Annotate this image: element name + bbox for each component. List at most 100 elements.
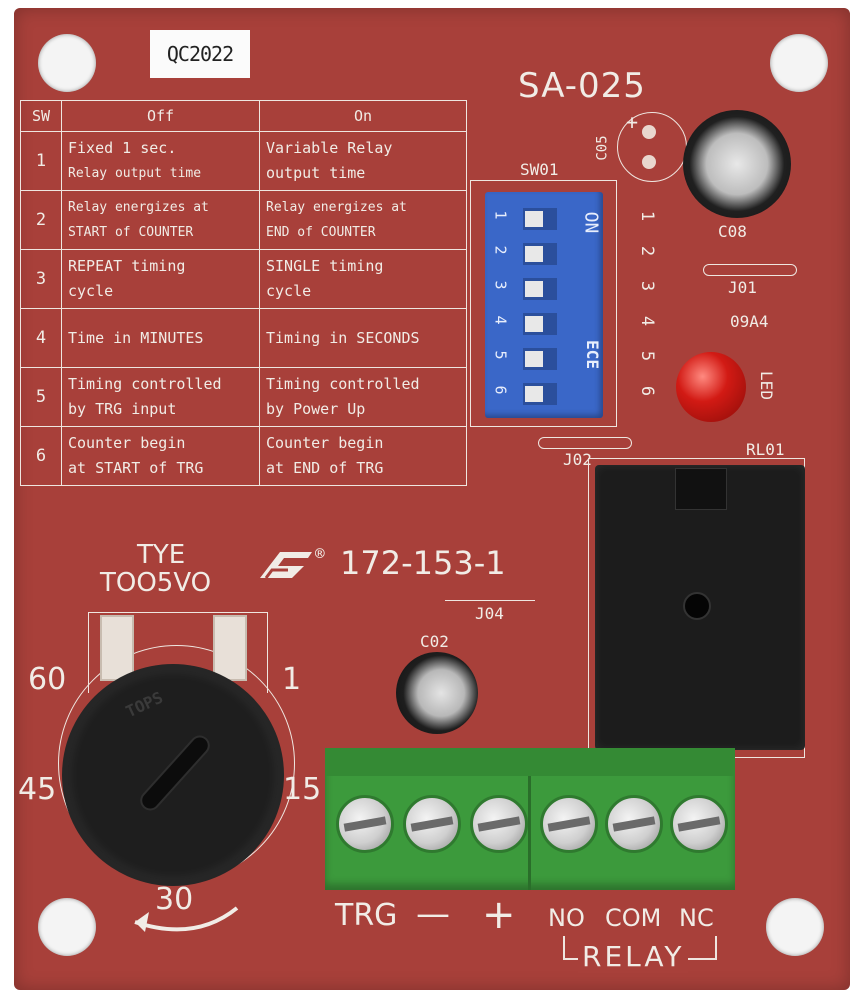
terminal-screw-no[interactable] [540,795,598,853]
c02-capacitor [396,652,478,734]
dip-switch-4[interactable] [523,313,557,335]
dip-switch-2[interactable] [523,243,557,265]
table-row: 2 Relay energizes at START of COUNTER Rel… [20,190,467,250]
timer-brand-label: TYE [137,540,186,570]
dip-on-label: ON [580,211,602,234]
dip-switch-1[interactable] [523,208,557,230]
c05-plus-sign: + [626,110,639,134]
dip-switch-knob [525,386,543,402]
terminal-screw-plus[interactable] [470,795,528,853]
sw01-label: SW01 [520,160,559,179]
led-label: LED [756,371,776,400]
row-number: 3 [20,249,62,309]
table-row: 4 Time in MINUTES Timing in SECONDS [20,308,467,368]
row-number: 1 [20,131,62,191]
mounting-hole-bottom-right [766,898,824,956]
on-cell: SINGLE timing cycle [259,249,467,309]
on-line-2: cycle [266,282,312,300]
terminal-label-nc: NC [679,904,714,932]
table-row: 1 Fixed 1 sec. Relay output time Variable… [20,131,467,191]
mounting-hole-top-right [770,34,828,92]
off-line-1: Timing controlled [68,375,222,393]
on-cell: Timing in SECONDS [259,308,467,368]
row-number: 4 [20,308,62,368]
dip-switch-knob [525,316,543,332]
c05-label: C05 [594,135,611,161]
off-cell: Relay energizes at START of COUNTER [61,190,260,250]
table-header-off: Off [61,100,260,132]
pot-frame [88,612,268,693]
terminal-divider [528,748,531,890]
on-line-2: END of COUNTER [266,225,376,240]
relay-bracket-label: RELAY [578,940,689,973]
on-cell: Counter begin at END of TRG [259,426,467,486]
off-line-2: cycle [68,282,114,300]
dip-switch-3[interactable] [523,278,557,300]
c08-capacitor [683,110,791,218]
on-line-1: Variable Relay [266,139,393,157]
terminal-label-minus: — [416,894,450,934]
off-cell: Time in MINUTES [61,308,260,368]
off-line-2: Relay output time [68,166,202,181]
on-line-1: Timing in SECONDS [266,328,420,347]
table-row: 3 REPEAT timing cycle SINGLE timing cycle [20,249,467,309]
off-line-2: by TRG input [68,400,177,418]
dip-silk-number-1: 1 [637,210,658,222]
on-cell: Variable Relay output time [259,131,467,191]
terminal-label-com: COM [605,904,662,932]
rotation-arrow-icon [134,906,239,932]
dial-mark-1: 1 [282,662,302,697]
off-line-2: at START of TRG [68,459,204,477]
c08-label: C08 [718,222,747,241]
off-line-1: REPEAT timing [68,257,186,275]
j02-jumper [538,437,632,449]
dip-switch-knob [525,351,543,367]
terminal-screw-com[interactable] [605,795,663,853]
j04-outline [445,592,535,601]
pot-pin-right [213,615,247,681]
terminal-label-no: NO [548,904,585,932]
row-number: 5 [20,367,62,427]
dip-switch-knob [525,281,543,297]
off-line-1: Relay energizes at [68,200,209,215]
off-cell: Fixed 1 sec. Relay output time [61,131,260,191]
screw-slot [477,816,521,832]
on-line-2: output time [266,164,366,182]
on-line-1: Counter begin [266,434,384,452]
relay-hole [683,592,711,620]
dip-body-number-1: 1 [491,210,510,220]
terminal-screw-nc[interactable] [670,795,728,853]
screw-slot [677,816,721,832]
rl01-label: RL01 [746,440,785,459]
dial-mark-60: 60 [28,662,67,697]
terminal-screw-minus[interactable] [403,795,461,853]
terminal-top-ridge [325,748,735,776]
dip-switch-6[interactable] [523,383,557,405]
on-line-1: SINGLE timing [266,257,384,275]
part-number-label: 172-153-1 [340,544,506,582]
on-line-1: Timing controlled [266,375,420,393]
dip-switch-5[interactable] [523,348,557,370]
qc-sticker: QC2022 [150,30,250,78]
on-line-2: at END of TRG [266,459,384,477]
off-line-1: Fixed 1 sec. [68,139,177,157]
dip-body-number-3: 3 [491,280,510,290]
dip-switch-knob [525,211,543,227]
row-number: 2 [20,190,62,250]
dip-body-number-2: 2 [491,245,510,255]
dip-silk-number-5: 5 [637,350,658,362]
timer-model-label: TOO5VO [100,568,212,598]
off-line-1: Time in MINUTES [68,328,204,347]
off-line-2: START of COUNTER [68,225,194,240]
dip-silk-number-4: 4 [637,315,658,327]
j02-label: J02 [563,450,592,469]
screw-slot [343,816,387,832]
dip-silk-number-6: 6 [637,385,658,397]
j01-jumper [703,264,797,276]
dial-mark-45: 45 [18,772,57,807]
terminal-label-trg: TRG [335,898,398,933]
terminal-screw-trg[interactable] [336,795,394,853]
